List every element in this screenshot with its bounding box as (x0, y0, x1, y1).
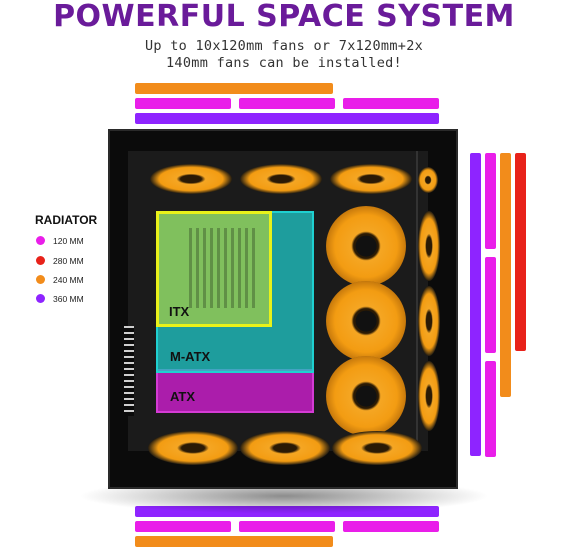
atx-board-area: ATX (156, 369, 314, 413)
subtitle-line-2: 140mm fans can be installed! (166, 55, 402, 71)
side-bar-280mm (515, 153, 526, 351)
fan-bottom-3 (332, 431, 422, 465)
subtitle-line-1: Up to 10x120mm fans or 7x120mm+2x (144, 38, 424, 54)
fan-side-1 (326, 206, 406, 286)
fan-right-2 (418, 286, 440, 356)
legend-dot-240mm (36, 275, 45, 284)
top-bar-360mm (135, 113, 439, 124)
page-title: POWERFUL SPACE SYSTEM (53, 0, 515, 34)
matx-label: M-ATX (170, 349, 211, 364)
pc-case: ATX M-ATX ITX (108, 129, 458, 489)
bottom-bar-240mm (135, 536, 333, 547)
fan-hub-icon (355, 385, 377, 407)
radiator-legend-title: RADIATOR (35, 213, 98, 227)
fan-hub-icon (355, 235, 377, 257)
top-bar-120mm-2 (239, 98, 335, 109)
side-bar-120mm-1 (485, 153, 496, 249)
atx-label: ATX (170, 389, 196, 404)
side-bar-360mm (470, 153, 481, 456)
top-bar-120mm-1 (135, 98, 231, 109)
fan-side-3 (326, 356, 406, 436)
top-bar-240mm (135, 83, 333, 94)
bottom-bar-120mm-2 (239, 521, 335, 532)
fan-bottom-2 (240, 431, 330, 465)
itx-label: ITX (169, 304, 190, 319)
bottom-bar-360mm (135, 506, 439, 517)
glass-divider (416, 151, 418, 451)
bottom-bar-120mm-3 (343, 521, 439, 532)
legend-label-360mm: 360 MM (53, 294, 84, 304)
fan-top-2 (240, 164, 322, 194)
legend-label-280mm: 280 MM (53, 256, 84, 266)
legend-dot-360mm (36, 294, 45, 303)
bottom-bar-120mm-1 (135, 521, 231, 532)
fan-bottom-1 (148, 431, 238, 465)
side-bar-120mm-3 (485, 361, 496, 457)
fan-top-1 (150, 164, 232, 194)
fan-right-3 (418, 361, 440, 431)
itx-board-area: ITX (156, 211, 272, 327)
side-bar-240mm (500, 153, 511, 397)
top-bar-120mm-3 (343, 98, 439, 109)
fan-side-2 (326, 281, 406, 361)
legend-label-120mm: 120 MM (53, 236, 84, 246)
fan-top-3 (330, 164, 412, 194)
legend-label-240mm: 240 MM (53, 275, 84, 285)
side-bar-120mm-2 (485, 257, 496, 353)
fan-hub-icon (355, 310, 377, 332)
psu-grille (189, 228, 259, 308)
legend-dot-280mm (36, 256, 45, 265)
fan-top-4 (418, 167, 438, 193)
legend-dot-120mm (36, 236, 45, 245)
side-vent (124, 326, 134, 416)
fan-right-1 (418, 211, 440, 281)
